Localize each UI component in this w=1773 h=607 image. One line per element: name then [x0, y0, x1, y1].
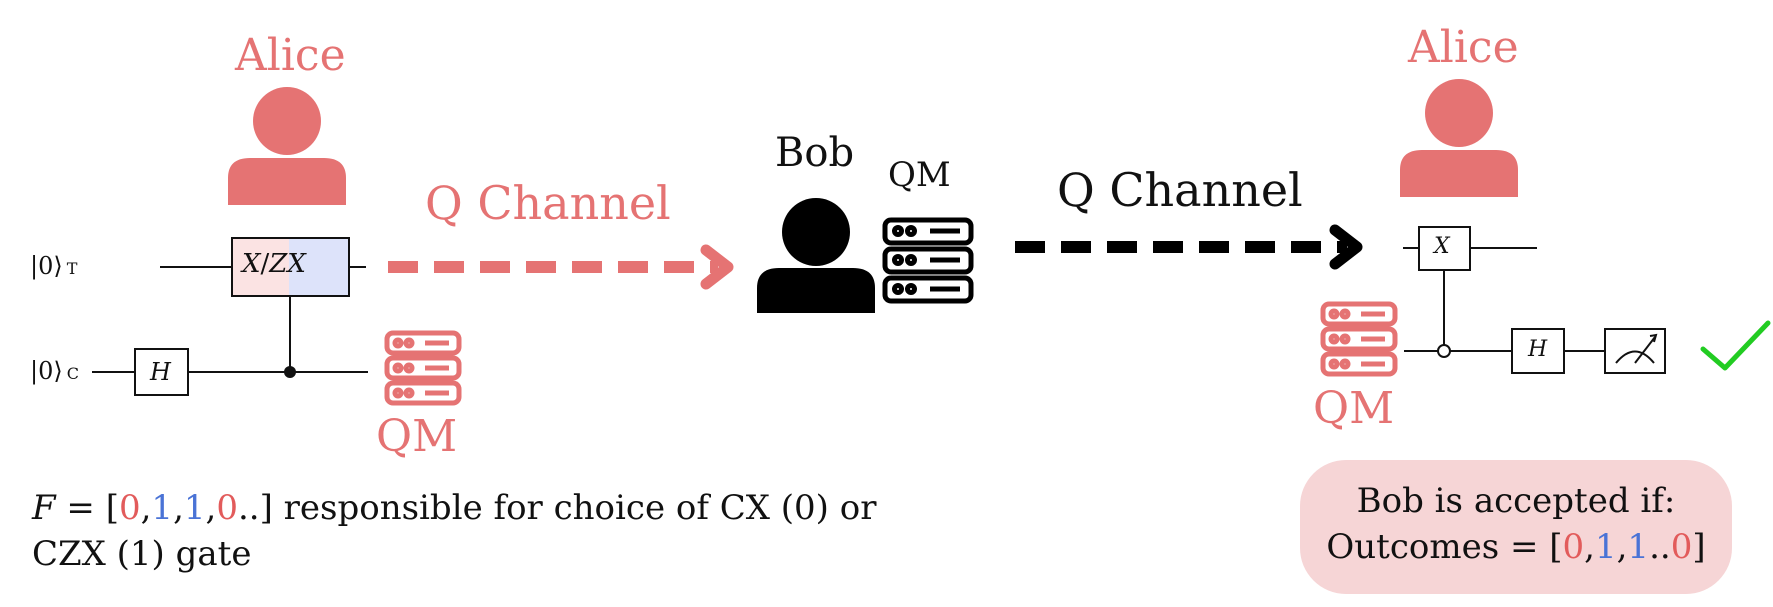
bob-server-icon [882, 217, 974, 304]
channel1-arrow [388, 244, 734, 290]
bob-person-icon [757, 198, 875, 313]
alice-right-person-icon [1400, 79, 1518, 197]
gate-x-right [1418, 226, 1471, 271]
acceptance-condition-box: Bob is accepted if: Outcomes = [0,1,1..0… [1300, 460, 1732, 594]
gate-x-zx-label: X/ZX [242, 249, 306, 279]
right-qm-label: QM [1313, 383, 1395, 434]
bob-label: Bob [775, 130, 855, 176]
checkmark-icon [1700, 320, 1771, 371]
bob-qm-label: QM [888, 155, 951, 195]
acceptance-line2: Outcomes = [0,1,1..0] [1326, 527, 1706, 567]
right-circuit-wires [1403, 247, 1605, 352]
control-dot [284, 366, 296, 378]
left-circuit-wires [92, 266, 368, 373]
alice-person-icon [228, 87, 346, 205]
right-server-icon [1320, 301, 1398, 377]
measurement-meter-icon [1604, 328, 1666, 374]
gate-h-left [134, 348, 189, 396]
target-qubit-label: |0⟩T [30, 252, 78, 280]
open-control-dot [1437, 344, 1451, 358]
channel2-arrow [1015, 224, 1363, 270]
gate-x-right-label: X [1434, 234, 1450, 259]
channel1-label: Q Channel [425, 176, 671, 230]
alice-right-label: Alice [1408, 22, 1519, 73]
alice-left-label: Alice [235, 30, 346, 81]
gate-h-right-label: H [1528, 337, 1548, 362]
gate-h-right [1511, 328, 1565, 374]
acceptance-line1: Bob is accepted if: [1356, 481, 1676, 521]
gate-h-left-label: H [150, 358, 171, 386]
left-server-icon [384, 330, 462, 406]
gate-x-zx [231, 237, 350, 297]
control-qubit-label: |0⟩C [30, 357, 79, 385]
caption-text: F = [0,1,1,0..] responsible for choice o… [32, 488, 877, 574]
channel2-label: Q Channel [1057, 163, 1303, 217]
left-qm-label: QM [376, 411, 458, 462]
